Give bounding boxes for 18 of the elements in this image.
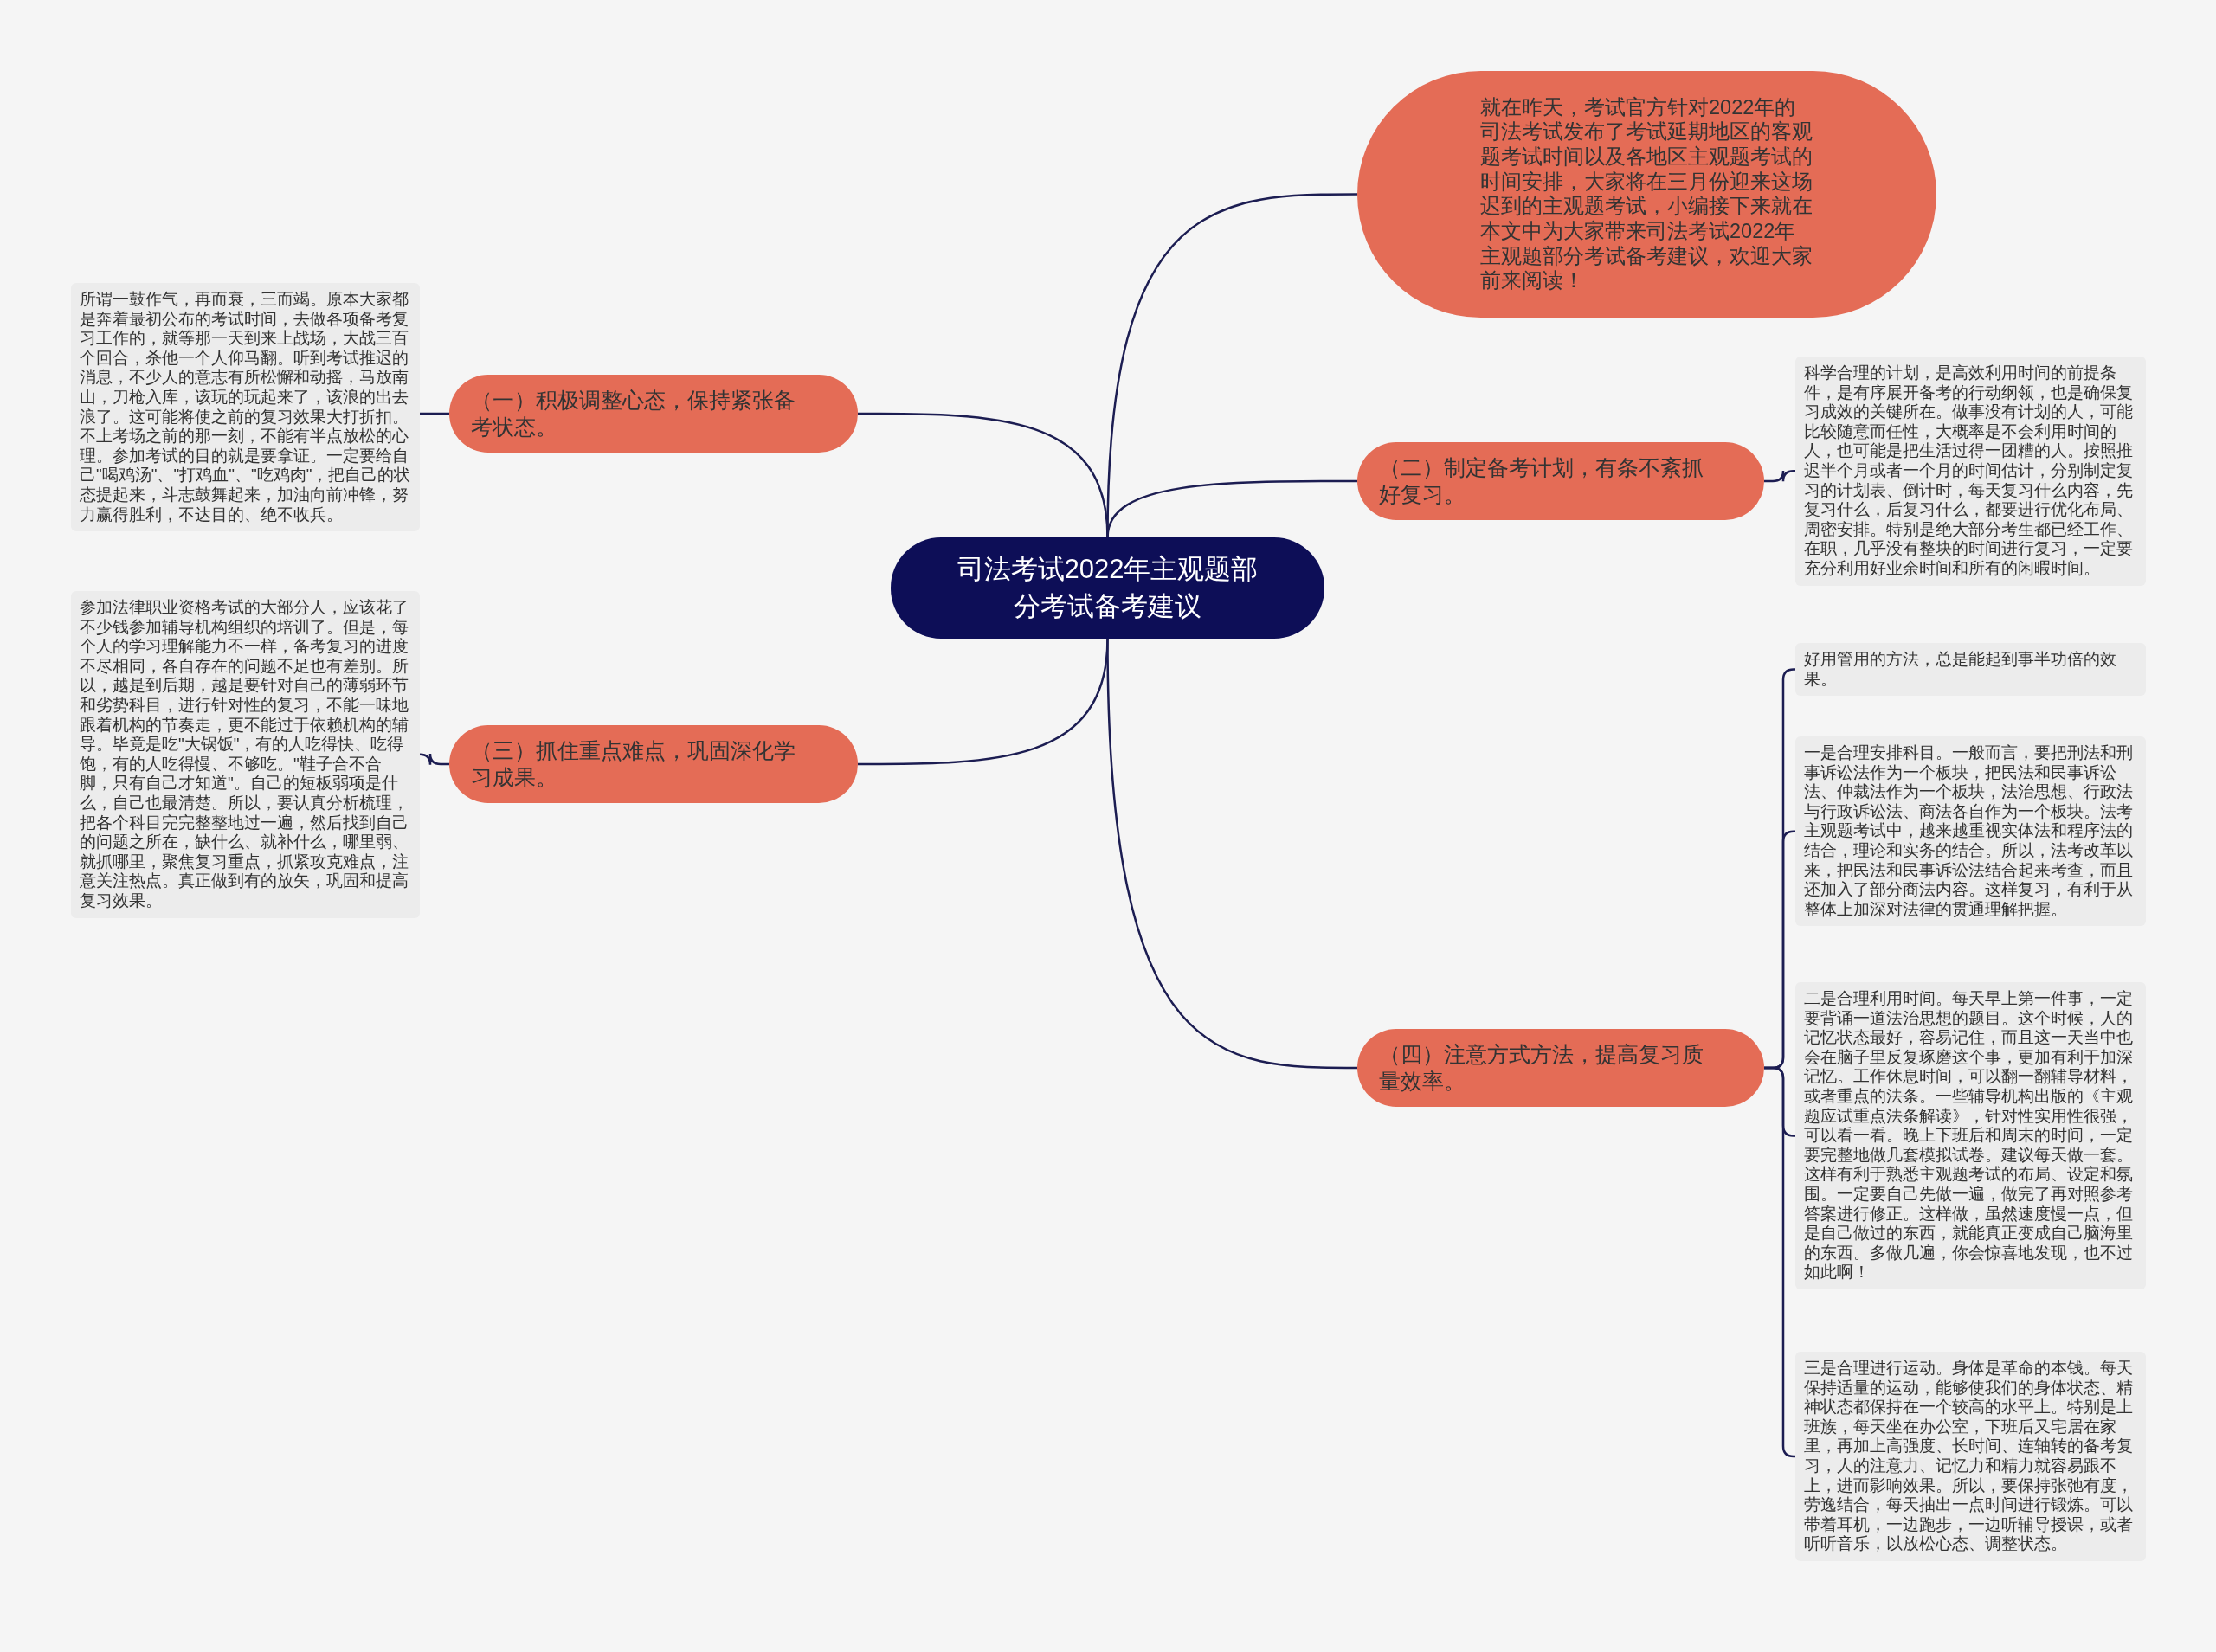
note-box: 三是合理进行运动。身体是革命的本钱。每天保持适量的运动，能够使我们的身体状态、精神状态都保持在一个较高的水平上。特别是上班族，每天坐在办公室，下班后又宅居在家里，再加上高强度、长时间、连轴转的备考复习，人的注意力、记忆力和精力就容易跟不上，进而影响效果。所以，要保持张弛有度，劳逸结合，每天抽出一点时间进行锻炼。可以带着耳机，一边跑步，一边听辅导授课，或者听听音乐，以放松心态、调整状态。 (1795, 1352, 2146, 1561)
central-topic-box: 司法考试2022年主观题部分考试备考建议 (891, 537, 1324, 639)
topic-box: （二）制定备考计划，有条不紊抓好复习。 (1357, 442, 1764, 520)
connector-line (1106, 479, 1357, 538)
topic-box: （三）抓住重点难点，巩固深化学习成果。 (449, 725, 858, 803)
note-box: 所谓一鼓作气，再而衰，三而竭。原本大家都是奔着最初公布的考试时间，去做各项备考复习工作的，就等那一天到来上战场，大战三百个回合，杀他一个人仰马翻。听到考试推迟的消息，不少人的意志有所松懈和动摇，马放南山，刀枪入库，该玩的玩起来了，该浪的出去浪了。这可能将使之前的复习效果大打折扣。不上考场之前的那一刻，不能有半点放松的心理。参加考试的目的就是要拿证。一定要给自己"喝鸡汤"、"打鸡血"、"吃鸡肉"，把自己的状态提起来，斗志鼓舞起来，加油向前冲锋，努力赢得胜利，不达目的、绝不收兵。 (71, 283, 420, 532)
note-box: 二是合理利用时间。每天早上第一件事，一定要背诵一道法治思想的题目。这个时候，人的记忆状态最好，容易记住，而且这一天当中也会在脑子里反复琢磨这个事，更加有利于加深记忆。工作休息时间，可以翻一翻辅导材料，或者重点的法条。一些辅导机构出版的《主观题应试重点法条解读》，针对性实用性很强，可以看一看。晚上下班后和周末的时间，一定要完整地做几套模拟试卷。建议每天做一套。这样有利于熟悉主观题考试的布局、设定和氛围。一定要自己先做一遍，做完了再对照参考答案进行修正。这样做，虽然速度慢一点，但是自己做过的东西，就能真正变成自己脑海里的东西。多做几遍，你会惊喜地发现，也不过如此啊！ (1795, 982, 2146, 1289)
note-box: 一是合理安排科目。一般而言，要把刑法和刑事诉讼法作为一个板块，把民法和民事诉讼法、仲裁法作为一个板块，法治思想、行政法与行政诉讼法、商法各自作为一个板块。法考主观题考试中，越来越重视实体法和程序法的结合，理论和实务的结合。所以，法考改革以来，把民法和民事诉讼法结合起来考查，而且还加入了部分商法内容。这样复习，有利于从整体上加深对法律的贯通理解把握。 (1795, 736, 2146, 927)
connector-line (420, 412, 449, 415)
note-box: 参加法律职业资格考试的大部分人，应该花了不少钱参加辅导机构组织的培训了。但是，每个人的学习理解能力不一样，备考复习的进度不尽相同，各自存在的问题不足也有差别。所以，越是到后期，越是要针对自己的薄弱环节和劣势科目，进行针对性的复习，不能一味地跟着机构的节奏走，更不能过于依赖机构的辅导。毕竟是吃"大锅饭"，有的人吃得快、吃得饱，有的人吃得慢、不够吃。"鞋子合不合脚，只有自己才知道"。自己的短板弱项是什么，自己也最清楚。所以，要认真分析梳理，把各个科目完完整整地过一遍，然后找到自己的问题之所在，缺什么、就补什么，哪里弱、就抓哪里，聚焦复习重点，抓紧攻克难点，注意关注热点。真正做到有的放矢，巩固和提高复习效果。 (71, 591, 420, 918)
note-box: 科学合理的计划，是高效利用时间的前提条件，是有序展开备考的行动纲领，也是确保复习成效的关键所在。做事没有计划的人，可能比较随意而任性，大概率是不会利用时间的人，也可能是把生活过得一团糟的人。按照推迟半个月或者一个月的时间估计，分别制定复习的计划表、倒计时，每天复习什么内容，先复习什么，后复习什么，都要进行优化布局、周密安排。特别是绝大部分考生都已经工作、在职，几乎没有整块的时间进行复习，一定要充分利用好业余时间和所有的闲暇时间。 (1795, 357, 2146, 586)
intro-bubble: 就在昨天，考试官方针对2022年的司法考试发布了考试延期地区的客观题考试时间以及各地区主观题考试的时间安排，大家将在三月份迎来这场迟到的主观题考试，小编接下来就在本文中为大家带来司法考试2022年主观题部分考试备考建议，欢迎大家前来阅读！ (1357, 71, 1936, 318)
connector-line (1764, 469, 1795, 483)
connector-line (1106, 638, 1357, 1070)
topic-box: （四）注意方式方法，提高复习质量效率。 (1357, 1029, 1764, 1107)
connector-line (418, 752, 449, 766)
topic-box: （一）积极调整心态，保持紧张备考状态。 (449, 375, 858, 453)
note-box: 好用管用的方法，总是能起到事半功倍的效果。 (1795, 643, 2146, 697)
